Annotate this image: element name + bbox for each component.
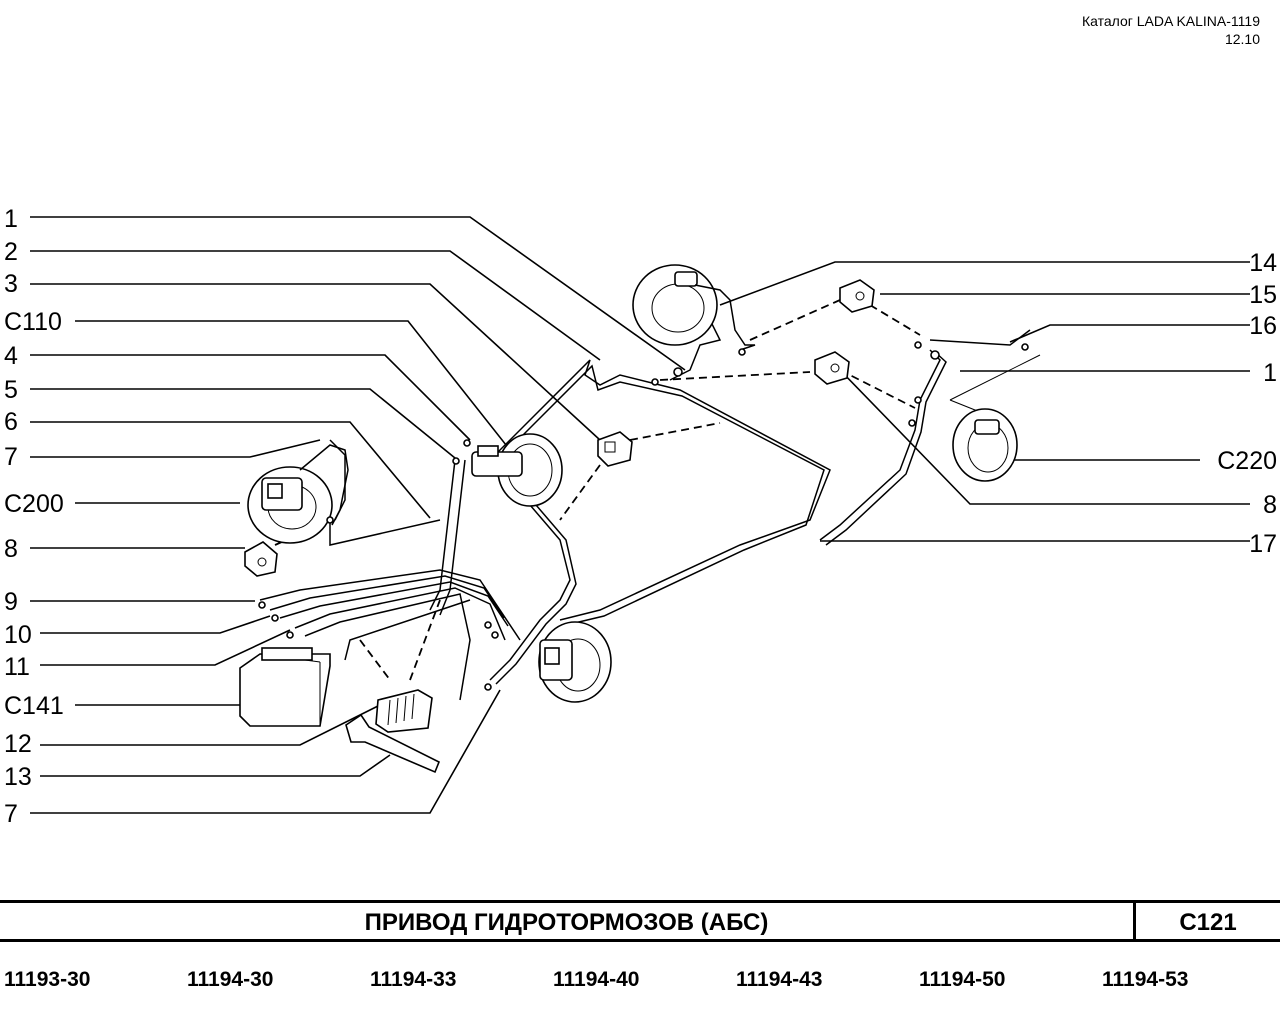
callout-label: 7 bbox=[4, 800, 18, 828]
callout-label: 11 bbox=[4, 653, 30, 681]
callout-label: 13 bbox=[4, 763, 32, 791]
model-code: 11194-50 bbox=[919, 968, 1006, 991]
model-code: 11193-30 bbox=[4, 968, 91, 991]
callout-label: 17 bbox=[1249, 530, 1277, 558]
callout-label: 1 bbox=[1263, 359, 1277, 387]
model-code: 11194-30 bbox=[187, 968, 274, 991]
callout-label: 15 bbox=[1249, 281, 1277, 309]
assembly-arrows bbox=[274, 299, 1041, 681]
brake-booster bbox=[471, 433, 563, 507]
callout-label: 6 bbox=[4, 408, 18, 436]
catalog-date: 12.10 bbox=[1224, 31, 1260, 47]
catalog-name: Каталог LADA KALINA-1119 bbox=[1081, 13, 1260, 29]
section-code: C121 bbox=[1179, 909, 1237, 936]
front-right-brake bbox=[538, 621, 612, 703]
callout-label: C110 bbox=[4, 308, 62, 336]
callout-label: 12 bbox=[4, 730, 32, 758]
callout-label: C200 bbox=[4, 490, 64, 518]
model-list: 11193-30 11194-30 11194-33 11194-40 1119… bbox=[0, 968, 1280, 998]
model-code: 11194-53 bbox=[1102, 968, 1189, 991]
rear-left-drum bbox=[632, 264, 756, 351]
cable-tie bbox=[345, 713, 441, 774]
callout-label: 3 bbox=[4, 270, 18, 298]
pipe-connector-block bbox=[375, 689, 433, 733]
brake-system-diagram: 1 2 3 C110 4 5 6 7 C200 8 9 10 11 C141 1… bbox=[4, 205, 1277, 828]
front-left-brake bbox=[247, 444, 349, 544]
bracket-right-mid bbox=[814, 351, 850, 385]
clip-part bbox=[597, 431, 633, 467]
rear-right-drum bbox=[952, 408, 1018, 482]
left-callouts: 1 2 3 C110 4 5 6 7 C200 8 9 10 11 C141 1… bbox=[4, 205, 64, 828]
callout-label: 16 bbox=[1249, 312, 1277, 340]
title-bar: ПРИВОД ГИДРОТОРМОЗОВ (АБС) C121 bbox=[0, 900, 1280, 942]
abs-unit bbox=[239, 647, 331, 727]
callout-label: 2 bbox=[4, 238, 18, 266]
model-code: 11194-43 bbox=[736, 968, 823, 991]
callout-label: 10 bbox=[4, 621, 32, 649]
callout-label: 1 bbox=[4, 205, 18, 233]
fittings bbox=[258, 341, 1029, 691]
callout-label: C141 bbox=[4, 692, 64, 720]
callout-label: 8 bbox=[4, 535, 18, 563]
page-title: ПРИВОД ГИДРОТОРМОЗОВ (АБС) bbox=[364, 909, 769, 936]
bracket-right-top bbox=[839, 279, 875, 313]
brake-pipes bbox=[259, 299, 1031, 701]
callout-label: 9 bbox=[4, 588, 18, 616]
callout-label: 8 bbox=[1263, 491, 1277, 519]
model-code: 11194-33 bbox=[370, 968, 457, 991]
callout-label: 4 bbox=[4, 342, 18, 370]
model-code: 11194-40 bbox=[553, 968, 640, 991]
right-callouts: 14 15 16 1 C220 8 17 bbox=[1217, 249, 1277, 558]
bracket-left bbox=[244, 541, 278, 577]
callout-label: 14 bbox=[1249, 249, 1277, 277]
title-divider bbox=[1133, 903, 1136, 939]
leader-lines bbox=[30, 216, 1250, 814]
catalog-header: Каталог LADA KALINA-1119 12.10 bbox=[1082, 12, 1260, 48]
callout-label: 7 bbox=[4, 443, 18, 471]
callout-label: 5 bbox=[4, 376, 18, 404]
callout-label: C220 bbox=[1217, 447, 1277, 475]
